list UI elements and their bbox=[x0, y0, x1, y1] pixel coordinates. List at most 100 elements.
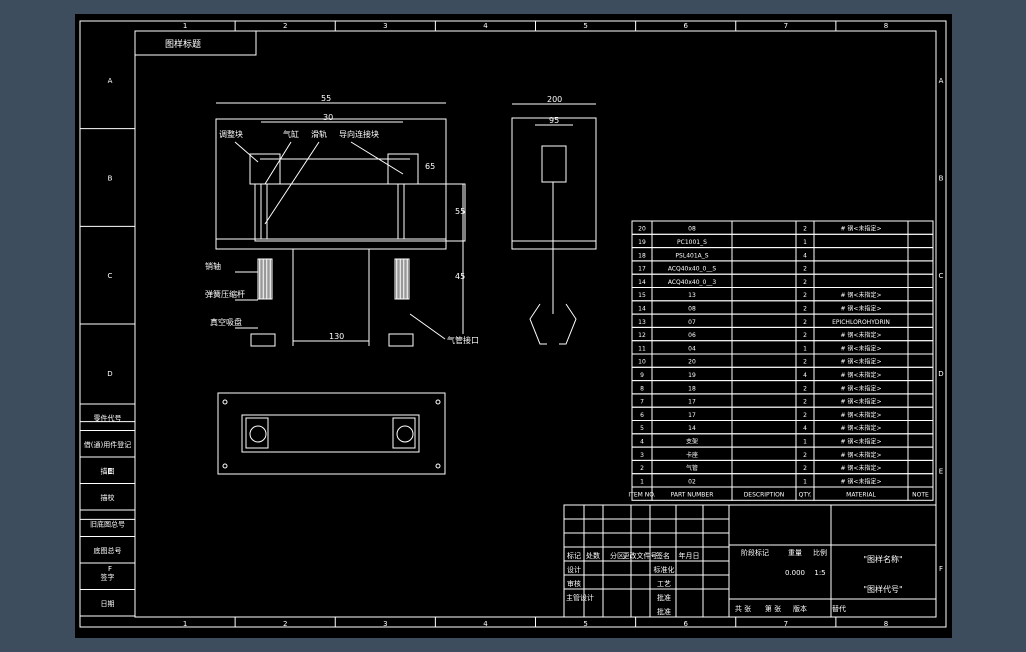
bom-cell-text: DESCRIPTION bbox=[744, 492, 785, 499]
row-label-left: D bbox=[107, 370, 112, 378]
row-label-left: C bbox=[108, 272, 113, 280]
bom-cell bbox=[907, 486, 934, 501]
bom-cell-text: 06 bbox=[688, 332, 696, 339]
leader-8 bbox=[409, 313, 446, 340]
side-frame bbox=[511, 117, 597, 250]
left-label-text: 描图 bbox=[101, 466, 115, 475]
bom-cell bbox=[731, 420, 797, 435]
col-label-bottom: 3 bbox=[383, 620, 387, 628]
bom-cell-text: 支架 bbox=[686, 437, 698, 445]
tb-field-label: 设计 bbox=[567, 565, 581, 574]
bom-cell bbox=[731, 366, 797, 382]
bom-cell-text: 04 bbox=[688, 345, 696, 352]
bom-cell-text: 07 bbox=[688, 319, 696, 326]
bom-cell-text: # 钢<未指定> bbox=[841, 477, 882, 485]
leader-2 bbox=[264, 141, 292, 185]
tb-drawing-name: "图样名称" bbox=[863, 554, 902, 564]
row-label-left: B bbox=[108, 175, 113, 183]
gripper-right bbox=[559, 303, 577, 345]
bom-cell-text: 1 bbox=[640, 478, 644, 485]
tb-row-label: 签名 bbox=[656, 551, 670, 560]
hole-tr bbox=[435, 399, 441, 405]
bom-cell-text: 4 bbox=[803, 372, 807, 379]
bom-cell-text: # 钢<未指定> bbox=[841, 424, 882, 432]
tb-sheet-no: 第 张 bbox=[765, 604, 781, 613]
row-label-left: F bbox=[108, 565, 112, 573]
tb-stage: 阶段标记 bbox=[741, 548, 769, 557]
col-label-top: 8 bbox=[884, 22, 888, 30]
bom-cell-text: # 钢<未指定> bbox=[841, 304, 882, 312]
callout-slide: 滑轨 bbox=[311, 129, 327, 139]
bom-cell-text: 14 bbox=[638, 279, 646, 286]
bom-cell-text: 4 bbox=[803, 425, 807, 432]
bom-cell-text: QTY. bbox=[799, 492, 812, 499]
col-label-top: 1 bbox=[183, 22, 187, 30]
col-label-top: 6 bbox=[683, 22, 688, 30]
bom-cell bbox=[731, 233, 797, 249]
bom-cell-text: 2 bbox=[803, 452, 807, 459]
tb-weight: 重量 bbox=[788, 549, 802, 557]
tb-field-label: 主管设计 bbox=[566, 593, 594, 602]
tb-weight-val: 0.000 bbox=[785, 569, 805, 577]
bom-cell bbox=[907, 273, 934, 289]
tb-field-label: 审核 bbox=[567, 579, 581, 588]
bom-cell-text: # 钢<未指定> bbox=[841, 291, 882, 299]
bom-cell-text: 1 bbox=[803, 345, 807, 352]
title-tag-text: 图样标题 bbox=[165, 38, 201, 50]
bom-cell bbox=[813, 233, 909, 249]
bom-cell bbox=[731, 260, 797, 275]
bom-cell-text: 14 bbox=[638, 305, 646, 312]
bom-cell-text: ITEM NO. bbox=[628, 492, 655, 499]
col-label-top: 7 bbox=[784, 22, 788, 30]
front-view: 55 30 130 55 45 65 调整块 气缸 滑轨 导向连接块 销轴 弹簧… bbox=[205, 94, 479, 347]
bom-cell-text: 20 bbox=[688, 359, 696, 366]
top-inner bbox=[241, 414, 420, 453]
bom-cell bbox=[731, 220, 797, 235]
bom-cell-text: # 钢<未指定> bbox=[841, 398, 882, 406]
top-left-block bbox=[245, 417, 269, 449]
bom-cell-text: 15 bbox=[638, 292, 646, 299]
bom-cell-text: 19 bbox=[688, 372, 696, 379]
bom-cell bbox=[907, 420, 934, 435]
front-hatch bbox=[257, 259, 409, 299]
bom-cell-text: # 钢<未指定> bbox=[841, 437, 882, 445]
bom-cell-text: 3 bbox=[640, 452, 644, 459]
hole-bl bbox=[222, 463, 228, 469]
bom-cell bbox=[907, 459, 934, 475]
dim-span: 130 bbox=[329, 332, 344, 341]
bom-cell-text: 卡座 bbox=[686, 451, 698, 459]
dim-inner: 30 bbox=[323, 113, 333, 122]
col-label-bottom: 1 bbox=[183, 620, 187, 628]
callout-spring-rod: 弹簧压缩杆 bbox=[205, 289, 245, 299]
bom-cell bbox=[907, 433, 934, 448]
side-cylinder bbox=[541, 145, 567, 183]
col-label-top: 5 bbox=[583, 22, 587, 30]
callout-air-port: 气管接口 bbox=[447, 335, 479, 345]
bom-cell bbox=[731, 313, 797, 328]
side-view: 200 95 bbox=[511, 95, 597, 345]
bom-cell bbox=[907, 366, 934, 382]
bom-cell-text: 2 bbox=[803, 412, 807, 419]
bom-cell-text: ACQ40x40_0__S bbox=[668, 266, 717, 273]
title-block: 标记处数分区更改文件号签名年月日设计审核主管设计标准化工艺批准批准阶段标记重量比… bbox=[563, 504, 937, 618]
bom-cell bbox=[731, 446, 797, 461]
col-label-top: 2 bbox=[283, 22, 287, 30]
tb-row-label: 处数 bbox=[586, 551, 600, 560]
callout-suction: 真空吸盘 bbox=[210, 317, 242, 327]
hole-tl bbox=[222, 399, 228, 405]
top-plate bbox=[217, 392, 446, 475]
bom-cell-text: 4 bbox=[640, 438, 644, 445]
left-label-text: 零件代号 bbox=[94, 413, 122, 422]
top-view bbox=[217, 392, 446, 475]
title-tag-box bbox=[134, 30, 257, 56]
bom-cell bbox=[907, 300, 934, 315]
bom-cell-text: 4 bbox=[803, 252, 807, 259]
bom-cell-text: # 钢<未指定> bbox=[841, 344, 882, 352]
hole-br bbox=[435, 463, 441, 469]
leader-4 bbox=[350, 141, 404, 175]
tb-field-label: 工艺 bbox=[657, 580, 671, 588]
top-right-circle bbox=[396, 425, 414, 443]
bom-cell bbox=[731, 459, 797, 475]
